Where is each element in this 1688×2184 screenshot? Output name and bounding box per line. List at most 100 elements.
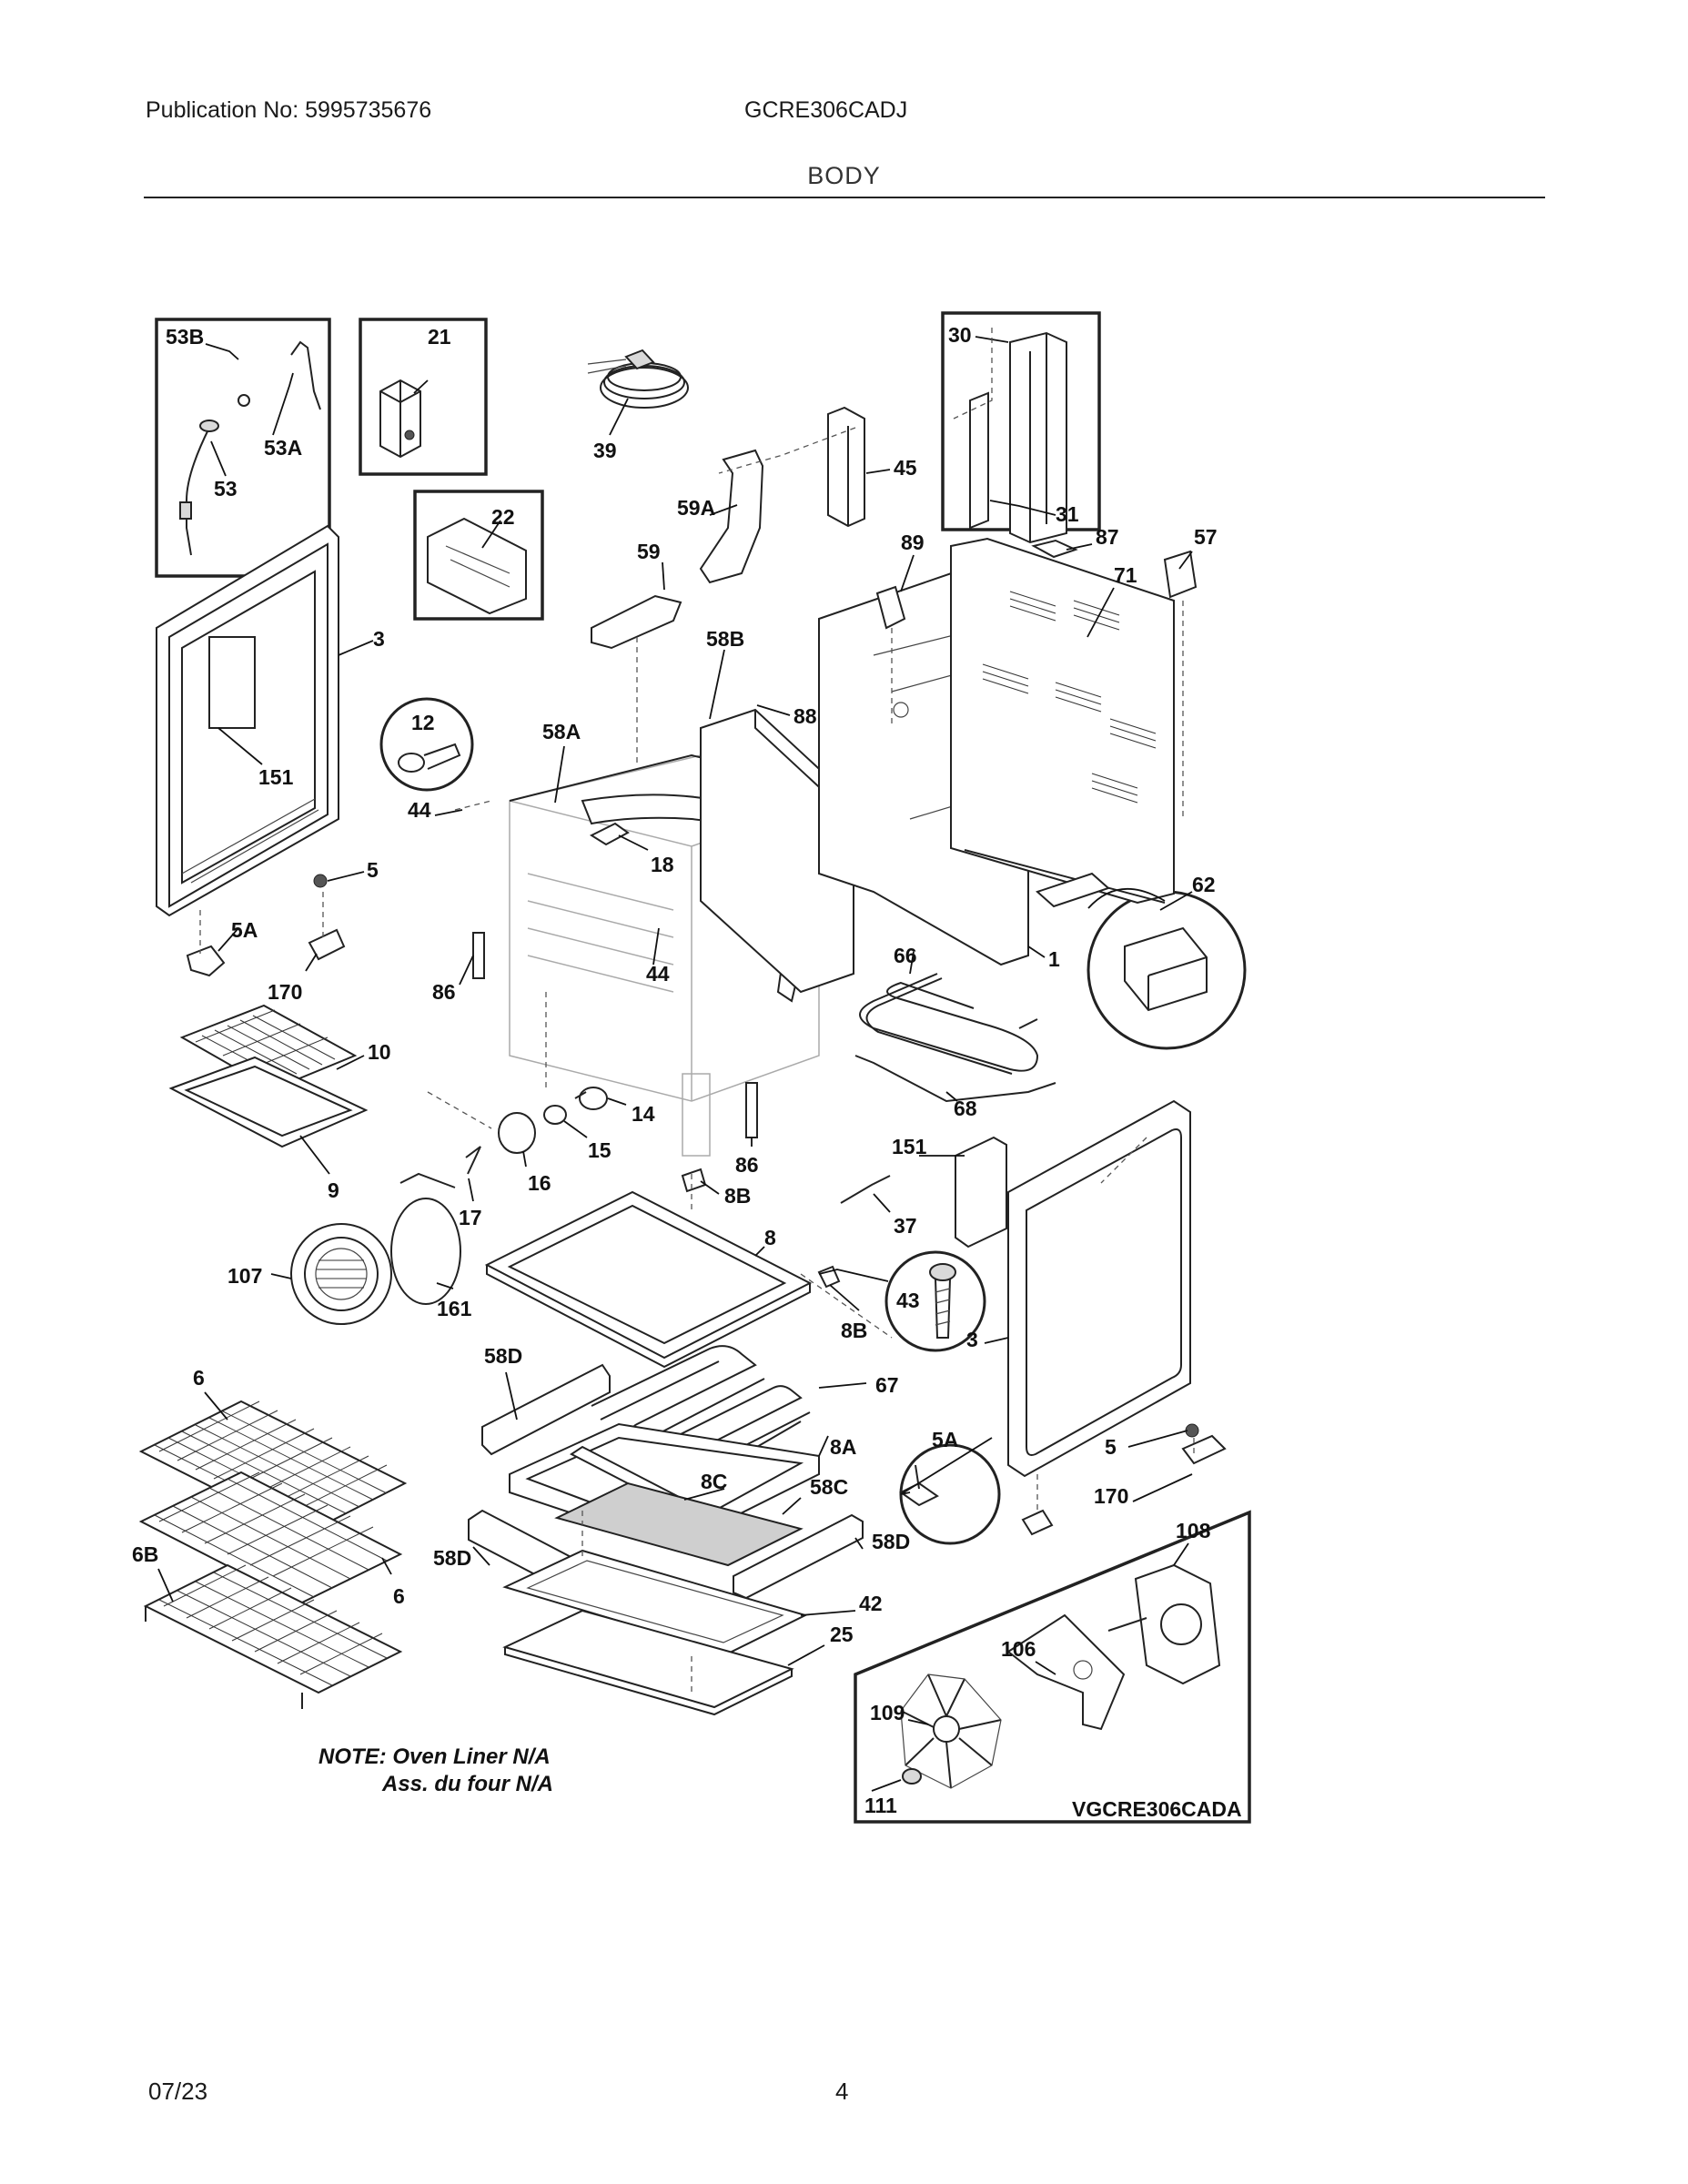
light-bulb-15-part — [543, 1105, 567, 1125]
duct-59A-part — [699, 449, 764, 584]
callout-109: 109 — [870, 1701, 905, 1724]
bracket-21-part — [379, 379, 421, 459]
dash-44 — [454, 800, 492, 811]
callout-43: 43 — [896, 1289, 920, 1312]
fan-cover-107-part — [290, 1223, 392, 1325]
callout-8B-lower: 8B — [841, 1319, 867, 1342]
insulation-58D-right-part — [733, 1513, 864, 1600]
assembly-dash-lines — [199, 328, 1195, 1693]
callout-59: 59 — [637, 540, 661, 563]
section-title: BODY — [807, 162, 881, 189]
callout-3-left: 3 — [373, 627, 385, 651]
callout-37: 37 — [894, 1214, 917, 1238]
bracket-22-part — [427, 517, 527, 615]
callout-44-left: 44 — [408, 798, 431, 822]
leader-lines — [157, 336, 1193, 1792]
duct-59-part — [591, 594, 682, 650]
wire-37-part — [840, 1175, 891, 1204]
callout-8A: 8A — [830, 1435, 856, 1459]
callout-44-mid: 44 — [646, 962, 670, 986]
callout-8: 8 — [764, 1226, 776, 1249]
callout-10: 10 — [368, 1040, 391, 1064]
publication-number: Publication No: 5995735676 — [146, 97, 432, 123]
callout-58B: 58B — [706, 627, 744, 651]
note-line-1: NOTE: Oven Liner N/A — [318, 1744, 551, 1769]
callout-67: 67 — [875, 1373, 899, 1397]
bracket-45-part — [827, 406, 865, 528]
callout-151-left: 151 — [258, 765, 294, 789]
callout-5A-left: 5A — [231, 918, 258, 942]
bracket-106-part — [1006, 1613, 1126, 1731]
callout-18: 18 — [651, 853, 674, 876]
arrow-62 — [1087, 887, 1166, 909]
bracket-68-part — [854, 1055, 1056, 1103]
bracket-89-part — [875, 585, 906, 630]
callout-25: 25 — [830, 1623, 854, 1646]
inset-box-53 — [155, 318, 331, 578]
inset-model-code: VGCRE306CADA — [1072, 1797, 1242, 1821]
hinge-170-right-part — [1181, 1434, 1227, 1465]
hinge-170-left-part — [308, 928, 346, 961]
footer-date: 07/23 — [148, 2078, 208, 2105]
callout-66: 66 — [894, 944, 917, 967]
callout-161: 161 — [437, 1297, 472, 1320]
callout-39: 39 — [593, 439, 617, 462]
plate-25-part — [502, 1609, 794, 1716]
wire-coil-39-part — [587, 349, 689, 409]
callout-5-left: 5 — [367, 858, 379, 882]
light-socket-14-part — [574, 1087, 608, 1110]
callout-17: 17 — [459, 1206, 482, 1229]
screw-43-part — [929, 1263, 956, 1339]
bracket-86b-part — [745, 1082, 758, 1138]
cover-30-part — [969, 331, 1067, 544]
callout-8C: 8C — [701, 1470, 727, 1493]
callout-22: 22 — [491, 505, 515, 529]
callout-68: 68 — [954, 1097, 977, 1120]
screw-5-left-part — [313, 874, 328, 888]
callout-6-upper: 6 — [193, 1366, 205, 1390]
callout-15: 15 — [588, 1138, 612, 1162]
inset-box-21 — [359, 318, 488, 476]
callout-5-right: 5 — [1105, 1435, 1117, 1459]
wire-17-part — [465, 1146, 481, 1175]
callout-53: 53 — [214, 477, 238, 500]
oven-bottom-8-part — [484, 1190, 813, 1369]
callout-86-right: 86 — [735, 1153, 759, 1177]
fan-blade-109-part — [900, 1673, 1002, 1789]
callout-6B: 6B — [132, 1542, 158, 1566]
callout-53A: 53A — [264, 436, 302, 460]
hinge-5A-right-part — [1021, 1509, 1054, 1536]
rear-panel-71-part — [950, 537, 1175, 905]
gasket-161-part — [390, 1172, 461, 1305]
callout-8B-top: 8B — [724, 1184, 751, 1208]
hinge-5A-left-part — [186, 945, 226, 977]
callout-106: 106 — [1001, 1637, 1036, 1661]
callout-3-right: 3 — [966, 1328, 978, 1351]
sensor-53-part — [179, 340, 321, 556]
callout-107: 107 — [227, 1264, 262, 1288]
callout-labels: 53B 53A 53 21 22 39 30 31 45 59A 59 87 5… — [132, 323, 1218, 1817]
callout-30: 30 — [948, 323, 972, 347]
cover-57-part — [1163, 550, 1198, 599]
callout-89: 89 — [901, 531, 925, 554]
callout-88: 88 — [793, 704, 817, 728]
callout-16: 16 — [528, 1171, 551, 1195]
callout-71: 71 — [1114, 563, 1137, 587]
callout-151-right: 151 — [892, 1135, 927, 1158]
thermostat-12-part — [398, 743, 461, 773]
callout-6-lower: 6 — [393, 1584, 405, 1608]
callout-170-left: 170 — [268, 980, 302, 1004]
note-line-2: Ass. du four N/A — [381, 1772, 553, 1796]
callout-45: 45 — [894, 456, 917, 480]
callout-58D-right: 58D — [872, 1530, 910, 1553]
motor-108-part — [1107, 1563, 1221, 1685]
nut-111-part — [902, 1768, 922, 1785]
broil-pan-9-part — [168, 1056, 369, 1148]
bracket-151-right-part — [955, 1136, 1007, 1249]
clip-18-part — [589, 822, 630, 846]
callout-62: 62 — [1192, 873, 1216, 896]
light-cover-16-part — [498, 1112, 536, 1154]
callout-58C: 58C — [810, 1475, 848, 1499]
inset-box-22 — [413, 490, 544, 621]
callout-108: 108 — [1176, 1519, 1211, 1542]
